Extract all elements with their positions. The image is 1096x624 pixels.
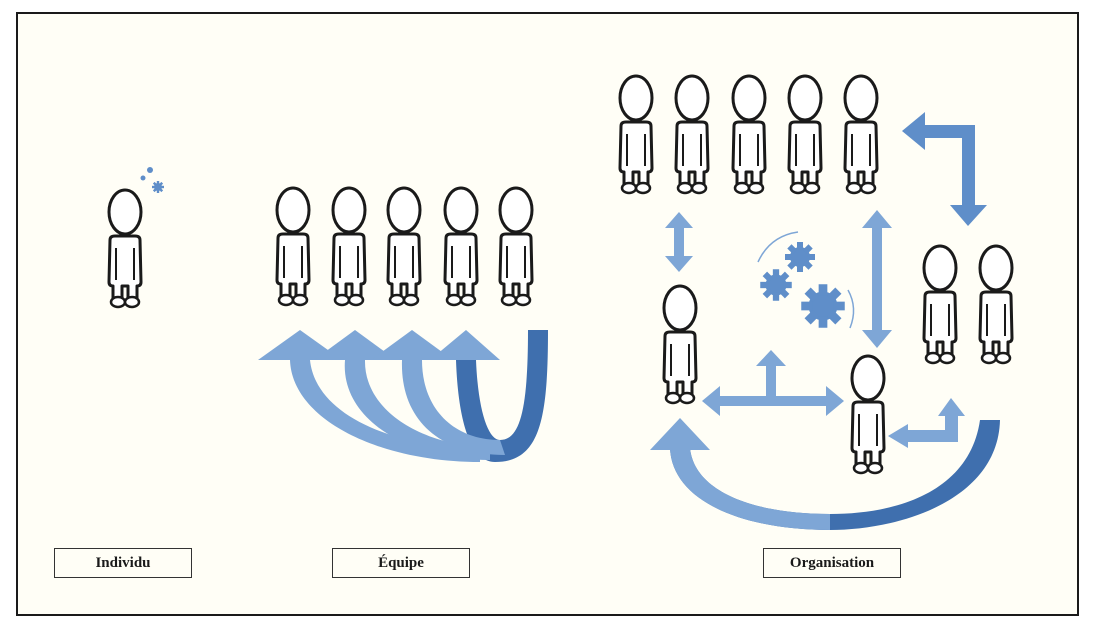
organisation-feedback-arrow [650, 418, 1000, 530]
person-figure [618, 74, 654, 195]
team-group [258, 186, 548, 462]
person-figure [331, 186, 367, 307]
arrowhead [650, 418, 710, 450]
label-individual: Individu [54, 548, 192, 578]
person-figure [978, 244, 1014, 365]
double-arrow-horizontal [702, 350, 844, 416]
person-figure [386, 186, 422, 307]
individual-group [107, 167, 164, 309]
elbow-arrow-top-right [902, 112, 987, 226]
person-figure [843, 74, 879, 195]
person-figure [850, 354, 886, 475]
person-figure [922, 244, 958, 365]
organisation-group [618, 74, 1014, 530]
double-arrow-vertical-left [665, 212, 693, 272]
small-gears-icon [140, 167, 164, 193]
double-arrow-vertical-right [862, 210, 892, 348]
team-feedback-arrows [258, 330, 548, 462]
elbow-arrow-bottom-right [888, 398, 965, 448]
person-figure [443, 186, 479, 307]
person-figure [275, 186, 311, 307]
person-figure [787, 74, 823, 195]
person-figure [498, 186, 534, 307]
person-figure [662, 284, 698, 405]
arrowhead [258, 330, 342, 360]
label-organisation: Organisation [763, 548, 901, 578]
person-figure [731, 74, 767, 195]
gears-icon [757, 231, 855, 329]
arrowhead [430, 330, 500, 360]
person-figure [674, 74, 710, 195]
label-team: Équipe [332, 548, 470, 578]
arrowhead [314, 330, 396, 360]
arrowhead [371, 330, 453, 360]
person-figure [107, 188, 143, 309]
